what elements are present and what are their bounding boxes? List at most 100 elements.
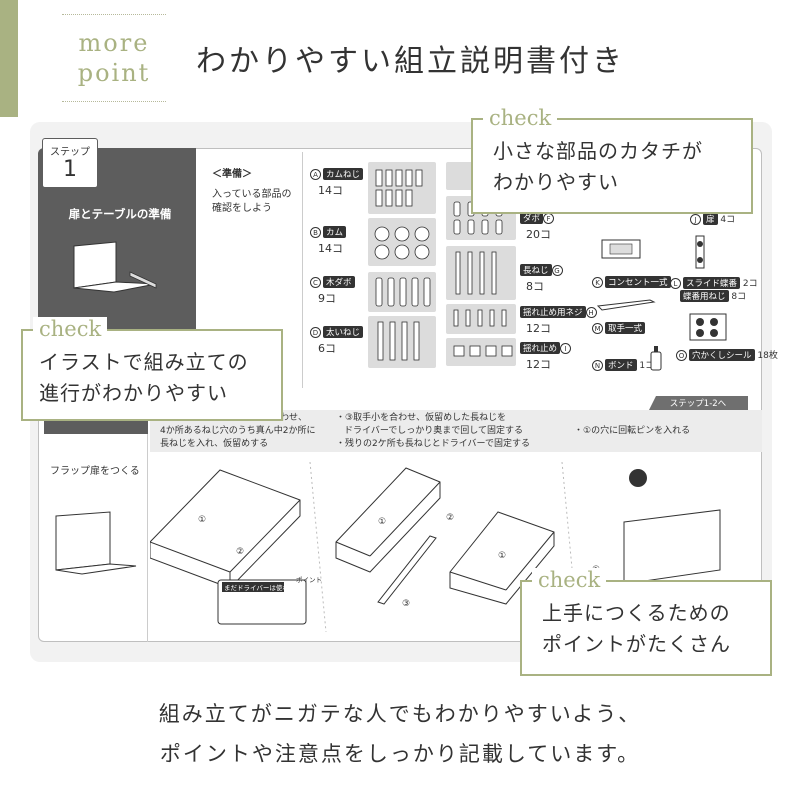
instruction-2-line-3: ・残りの2ケ所も長ねじとドライバーで固定する: [336, 439, 531, 449]
part-letter: C: [310, 277, 321, 288]
part-letter: G: [551, 265, 563, 276]
part-name: 穴かくしシール: [689, 349, 755, 361]
thick-screw-illustration: [368, 316, 436, 368]
callout-tips-text: 上手につくるための ポイントがたくさん: [542, 598, 731, 660]
flap-door-illustration: [55, 511, 137, 575]
check-label: check: [483, 106, 558, 130]
bond-bottle-illustration: [650, 346, 662, 371]
part-name: 取手一式: [605, 322, 646, 334]
part-name: 揺れ止め: [520, 342, 561, 354]
part-name: 太いねじ: [323, 326, 364, 338]
badge-line-more: more: [78, 29, 150, 57]
slide-hinge-illustration: [695, 235, 705, 269]
wood-dowel-illustration: [368, 272, 436, 312]
svg-text:②: ②: [236, 547, 244, 557]
part-name: 木ダボ: [323, 276, 355, 288]
part-name: ボンド: [605, 359, 637, 371]
anti-tip-bracket-illustration: [446, 338, 516, 366]
board-illustration: [73, 241, 157, 293]
part-letter: B: [310, 227, 321, 238]
check-label: check: [33, 317, 108, 341]
callout-parts-text: 小さな部品のカタチが わかりやすい: [493, 136, 703, 198]
check-callout-parts: check 小さな部品のカタチが わかりやすい: [471, 106, 753, 214]
hole-cover-sticker-illustration: [689, 313, 727, 341]
part-count: 12コ: [526, 322, 551, 335]
flap-door-label: フラップ扉をつくる: [50, 466, 140, 477]
prep-instructions: ＜準備＞ 入っている部品の 確認をしよう: [212, 168, 292, 216]
prep-line-2: 確認をしよう: [212, 203, 272, 214]
page-title: わかりやすい組立説明書付き: [196, 44, 625, 79]
step-title: 扉とテーブルの準備: [68, 207, 172, 221]
part-letter: K: [592, 277, 603, 288]
part-letter: J: [690, 214, 701, 225]
part-count: 14コ: [318, 184, 343, 197]
part-name: 蝶番用ねじ: [680, 290, 729, 302]
part-letter: L: [670, 278, 681, 289]
part-count: 1コ: [639, 361, 655, 371]
part-count: 4コ: [720, 215, 736, 225]
part-name: スライド蝶番: [683, 277, 741, 289]
more-point-badge: more point: [62, 14, 166, 102]
callout-parts-line-2: わかりやすい: [493, 170, 619, 194]
part-count: 12コ: [526, 358, 551, 371]
anti-tip-screw-illustration: [446, 304, 516, 334]
footer-line-2: ポイントや注意点をしっかり記載しています。: [159, 742, 641, 766]
instruction-2-line-2: ドライバーでしっかり奥まで回して固定する: [344, 426, 524, 436]
part-letter: F: [543, 213, 555, 224]
part-count: 6コ: [318, 342, 336, 355]
part-letter: A: [310, 169, 321, 180]
badge-line-point: point: [77, 59, 151, 87]
cam-screw-illustration: [368, 162, 436, 214]
divider: [302, 152, 303, 388]
prep-heading: ＜準備＞: [212, 169, 252, 180]
instruction-1-line-3: 長ねじを入れ、仮留めする: [160, 439, 269, 449]
instruction-1: わせ、 4か所あるねじ穴のうち真ん中2か所に 長ねじを入れ、仮留めする: [160, 412, 315, 451]
outlet-illustration: [601, 239, 641, 259]
part-count: 14コ: [318, 242, 343, 255]
svg-text:①: ①: [198, 515, 206, 525]
prep-line-1: 入っている部品の: [212, 189, 292, 200]
callout-tips-line-2: ポイントがたくさん: [542, 632, 731, 656]
part-count: 2コ: [742, 279, 758, 289]
instruction-2-line-1: ・③取手小を合わせ、仮留めした長ねじを: [336, 413, 507, 423]
svg-text:③: ③: [402, 599, 410, 609]
instruction-3: ・①の穴に回転ピンを入れる: [574, 426, 691, 436]
part-name: 扉: [703, 213, 718, 225]
accent-side-bar: [0, 0, 18, 117]
part-count: 8コ: [731, 292, 747, 302]
part-letter: I: [560, 343, 572, 354]
handle-illustration: [596, 299, 656, 311]
tip-note: まだドライバーは使わない: [224, 584, 302, 592]
tip-badge: ポイント: [296, 576, 322, 584]
svg-text:②: ②: [446, 513, 454, 523]
instruction-2: ・③取手小を合わせ、仮留めした長ねじを ドライバーでしっかり奥まで回して固定する…: [336, 412, 530, 451]
cam-illustration: [368, 218, 436, 266]
part-count: 8コ: [526, 280, 544, 293]
assembly-instructions: わせ、 4か所あるねじ穴のうち真ん中2か所に 長ねじを入れ、仮留めする ・③取手…: [150, 410, 762, 452]
instruction-1-line-2: 4か所あるねじ穴のうち真ん中2か所に: [160, 426, 316, 436]
part-letter: O: [676, 350, 687, 361]
part-name: コンセント一式: [605, 276, 671, 288]
instruction-1-line-1: わせ、: [280, 413, 308, 423]
callout-illustration-line-2: 進行がわかりやすい: [39, 381, 228, 405]
step-number: 1: [63, 157, 77, 182]
callout-tips-line-1: 上手につくるための: [542, 601, 731, 625]
part-count: 18枚: [757, 351, 778, 361]
part-letter: N: [592, 360, 603, 371]
step-badge: ステップ 1: [42, 138, 98, 188]
part-letter: H: [585, 307, 597, 318]
part-count: 9コ: [318, 292, 336, 305]
part-letter: M: [592, 323, 603, 334]
callout-parts-line-1: 小さな部品のカタチが: [493, 139, 703, 163]
